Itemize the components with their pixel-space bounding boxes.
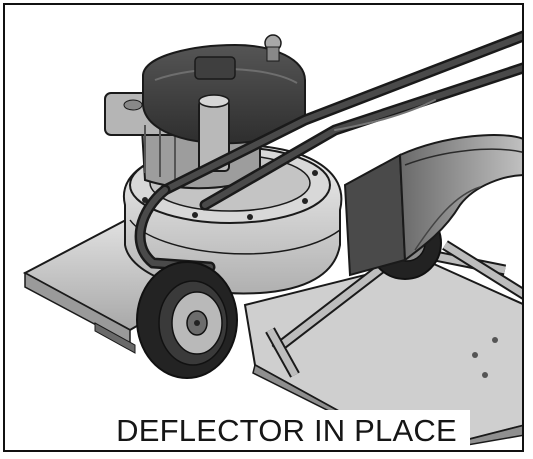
engine-cover — [142, 34, 306, 145]
caption-box: DEFLECTOR IN PLACE — [103, 410, 470, 450]
handle-bars — [134, 30, 522, 273]
front-wheel — [136, 261, 238, 379]
figure-caption: DEFLECTOR IN PLACE — [116, 412, 457, 448]
deflector-chute — [343, 134, 522, 277]
mower-illustration — [22, 30, 522, 450]
figure-frame: DEFLECTOR IN PLACE — [3, 3, 524, 452]
